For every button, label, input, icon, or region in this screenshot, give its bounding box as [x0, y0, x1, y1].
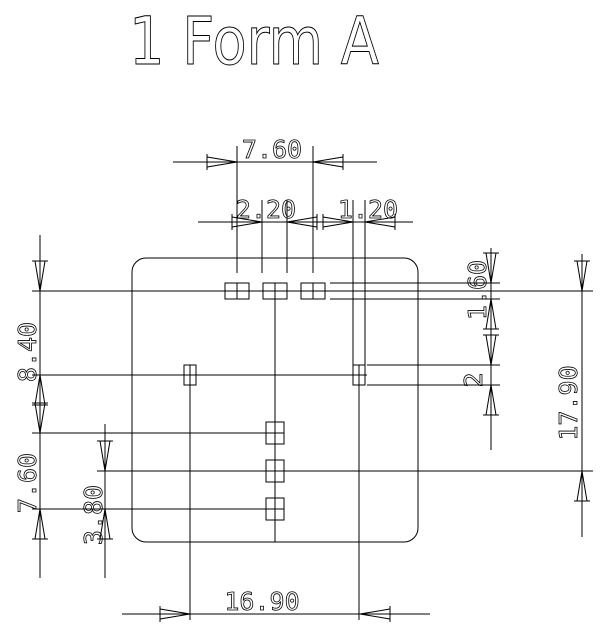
- dim-arrow: [483, 334, 499, 366]
- dim-arrow: [574, 260, 590, 292]
- dim-label-center-column-pitch: 3.80: [79, 485, 108, 545]
- dim-label-overall-height: 17.90: [554, 365, 583, 440]
- pad: [262, 282, 288, 300]
- dim-arrow: [359, 606, 391, 622]
- dim-arrow: [206, 154, 238, 170]
- dim-label-center-column-span: 7.60: [13, 453, 42, 513]
- dim-label-top-pad-height: 1.60: [463, 260, 492, 320]
- dim-arrow: [322, 214, 354, 230]
- dim-arrow: [97, 508, 113, 540]
- dimension-labels: 7.60 2.20 1.20 16.90 8.40 7.60 3.80 1.60…: [13, 135, 584, 617]
- dim-label-top-span: 7.60: [242, 135, 302, 164]
- center-pad-column: [265, 421, 285, 521]
- pad: [300, 282, 326, 300]
- dim-label-bottom-span: 16.90: [224, 587, 299, 616]
- dim-arrow: [97, 440, 113, 472]
- dim-arrow: [483, 384, 499, 416]
- dim-arrow: [483, 298, 499, 330]
- dimension-lines: [39, 161, 583, 615]
- pad: [352, 364, 366, 386]
- dim-arrow: [574, 470, 590, 502]
- pad: [183, 364, 197, 386]
- dim-arrow: [32, 374, 48, 406]
- dim-arrow: [231, 214, 263, 230]
- pad: [224, 282, 250, 300]
- drawing-title: 1 Form A: [129, 3, 379, 80]
- dim-arrow: [159, 606, 191, 622]
- dim-label-left-row-pitch: 8.40: [13, 322, 42, 382]
- dim-label-side-pad-width: 1.20: [338, 195, 398, 224]
- dim-arrow: [32, 402, 48, 434]
- dim-arrow: [32, 260, 48, 292]
- dim-arrow: [364, 214, 396, 230]
- dim-arrow: [312, 154, 344, 170]
- pad: [265, 459, 285, 483]
- dimension-arrows: [32, 154, 590, 622]
- pad: [265, 497, 285, 521]
- middle-pad-row: [183, 364, 366, 386]
- top-pad-row: [224, 282, 326, 300]
- dim-label-top-pad-width: 2.20: [236, 195, 296, 224]
- extension-lines: [32, 146, 593, 620]
- dim-label-side-pad-height: 2: [459, 372, 488, 387]
- dim-arrow: [286, 214, 318, 230]
- dim-arrow: [32, 508, 48, 540]
- dim-arrow: [483, 252, 499, 284]
- pad: [265, 421, 285, 445]
